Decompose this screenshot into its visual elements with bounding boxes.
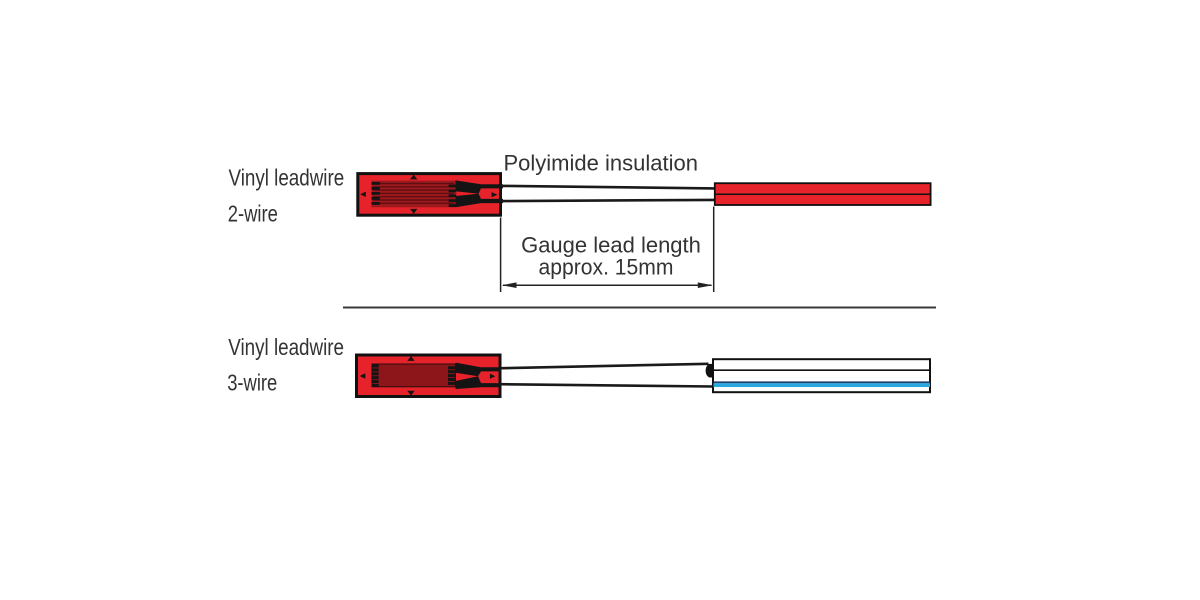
svg-text:Vinyl leadwire: Vinyl leadwire <box>229 166 345 191</box>
svg-text:2-wire: 2-wire <box>228 202 278 227</box>
svg-text:Polyimide insulation: Polyimide insulation <box>504 150 698 175</box>
svg-text:3-wire: 3-wire <box>227 371 277 396</box>
svg-text:approx. 15mm: approx. 15mm <box>539 254 674 280</box>
svg-text:Vinyl leadwire: Vinyl leadwire <box>228 335 344 360</box>
svg-text:Gauge lead length: Gauge lead length <box>521 233 701 258</box>
